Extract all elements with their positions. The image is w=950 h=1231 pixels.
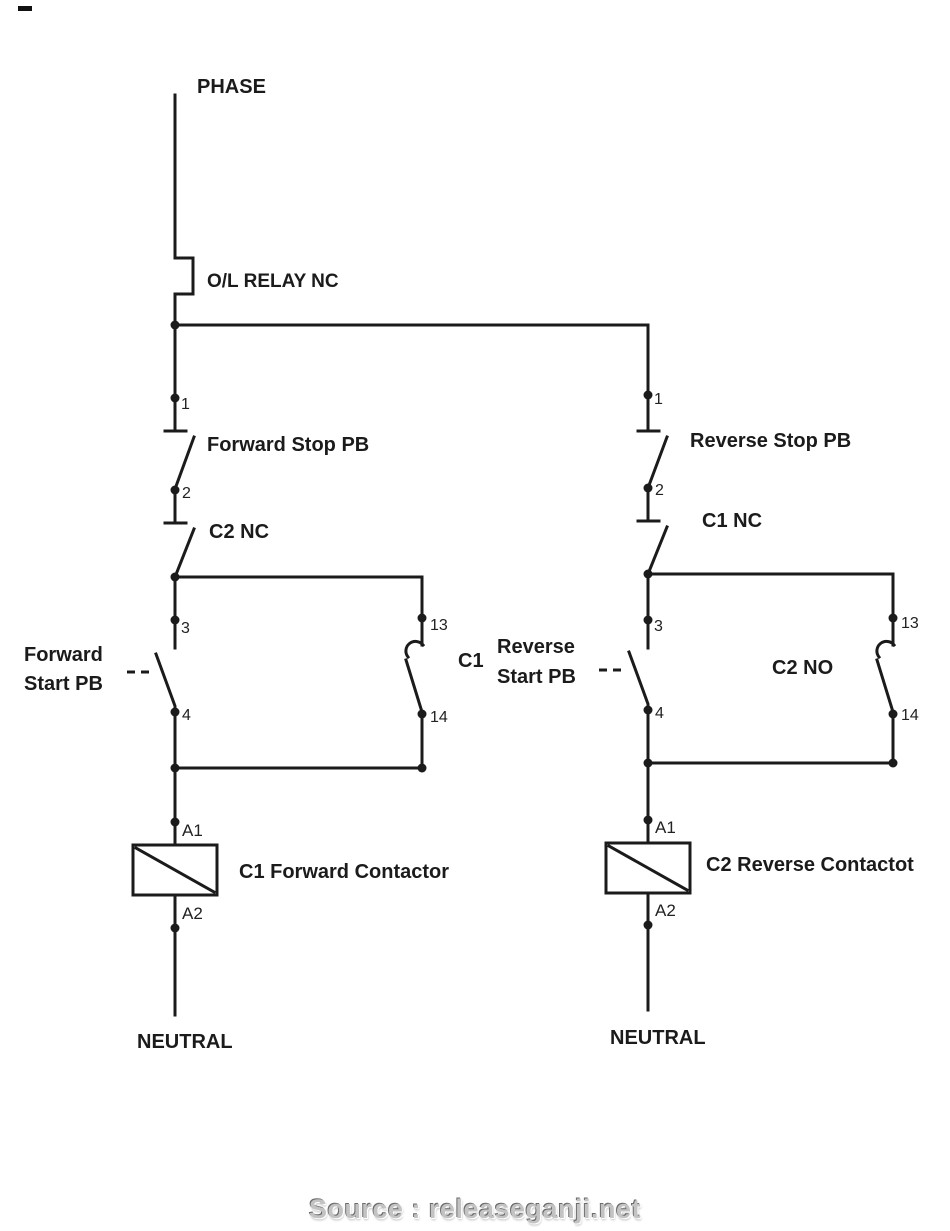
junction-dot xyxy=(170,320,180,330)
right-terminal-13: 13 xyxy=(901,615,919,632)
c2-coil-label: C2 Reverse Contactot xyxy=(706,854,914,876)
terminal-dot xyxy=(643,390,653,400)
terminal-dot xyxy=(643,815,653,825)
c2-no-label: C2 NO xyxy=(772,657,833,679)
c1-nc-contact xyxy=(646,525,669,576)
left-terminal-3: 3 xyxy=(181,620,190,637)
forward-start-pb-label-line1: Forward xyxy=(24,644,103,666)
right-terminal-2: 2 xyxy=(655,482,664,499)
left-terminal-2: 2 xyxy=(182,485,191,502)
bus-tie-wire xyxy=(173,323,650,433)
right-terminal-a1: A1 xyxy=(655,818,676,837)
reverse-start-pb-label-line2: Start PB xyxy=(497,666,576,688)
ol-relay-label: O/L RELAY NC xyxy=(207,271,339,292)
right-neutral-label: NEUTRAL xyxy=(610,1027,706,1049)
reverse-stop-pb-contact xyxy=(646,435,669,523)
junction-dot xyxy=(888,758,898,768)
right-branch-top-tie xyxy=(646,572,895,647)
c2-coil-diagonal xyxy=(606,843,690,893)
c2-nc-contact xyxy=(173,527,196,579)
terminal-dot xyxy=(643,920,653,930)
reverse-start-pb-contact xyxy=(627,650,650,765)
c2-holding-contact-hook xyxy=(875,639,897,660)
junction-dot xyxy=(643,569,653,579)
terminal-dot xyxy=(888,613,898,623)
left-circuit-wires xyxy=(127,93,650,1017)
left-terminal-a1: A1 xyxy=(182,821,203,840)
left-branch-top-tie xyxy=(173,575,424,647)
c1-holding-label: C1 xyxy=(458,650,484,672)
terminal-dot xyxy=(170,923,180,933)
terminal-dot xyxy=(170,393,180,403)
c1-nc-label: C1 NC xyxy=(702,510,762,532)
terminal-dot xyxy=(643,705,653,715)
left-terminal-4: 4 xyxy=(182,707,191,724)
left-terminal-a2: A2 xyxy=(182,904,203,923)
left-neutral-label: NEUTRAL xyxy=(137,1031,233,1053)
left-terminal-13: 13 xyxy=(430,617,448,634)
left-terminal-1: 1 xyxy=(181,396,190,413)
right-terminal-a2: A2 xyxy=(655,901,676,920)
terminal-dot xyxy=(170,485,180,495)
terminal-dot xyxy=(170,817,180,827)
ol-relay-symbol xyxy=(173,256,195,433)
junction-dot xyxy=(643,758,653,768)
junction-dot xyxy=(417,763,427,773)
terminal-dot xyxy=(170,615,180,625)
source-watermark: Source : releaseganji.net xyxy=(308,1194,642,1224)
diagram-labels: PHASE O/L RELAY NC 1 Forward Stop PB 2 C… xyxy=(24,76,919,1053)
forward-stop-pb-contact xyxy=(173,435,196,525)
phase-label: PHASE xyxy=(197,76,266,98)
right-terminal-1: 1 xyxy=(654,391,663,408)
c2-nc-label: C2 NC xyxy=(209,521,269,543)
forward-start-pb-contact xyxy=(154,652,177,770)
c1-holding-contact-hook xyxy=(404,639,426,660)
terminal-dot xyxy=(417,709,427,719)
right-terminal-14: 14 xyxy=(901,707,919,724)
terminal-dot xyxy=(417,613,427,623)
junction-dot xyxy=(170,763,180,773)
left-terminal-14: 14 xyxy=(430,709,448,726)
c1-coil-diagonal xyxy=(133,845,217,895)
c1-coil-label: C1 Forward Contactor xyxy=(239,861,449,883)
forward-stop-pb-label: Forward Stop PB xyxy=(207,434,369,456)
right-terminal-3: 3 xyxy=(654,618,663,635)
terminal-dot xyxy=(643,615,653,625)
terminal-dot xyxy=(643,483,653,493)
connection-dots xyxy=(170,320,898,933)
terminal-dot xyxy=(888,709,898,719)
forward-start-pb-label-line2: Start PB xyxy=(24,673,103,695)
reverse-stop-pb-label: Reverse Stop PB xyxy=(690,430,851,452)
scan-artifact xyxy=(18,6,32,11)
terminal-dot xyxy=(170,707,180,717)
reverse-start-pb-label-line1: Reverse xyxy=(497,636,575,658)
right-terminal-4: 4 xyxy=(655,705,664,722)
junction-dot xyxy=(170,572,180,582)
